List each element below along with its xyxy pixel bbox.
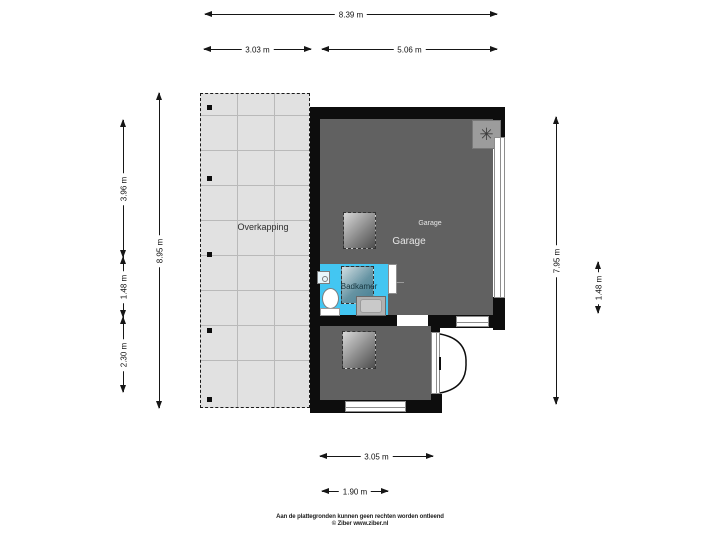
arrow-down-icon <box>156 401 162 409</box>
carport-post <box>207 328 212 333</box>
arrow-right-icon <box>490 11 498 17</box>
footer: Aan de plattegronden kunnen geen rechten… <box>0 514 720 528</box>
dimension-bottom-outer: 3.05 m <box>319 451 434 463</box>
dimension-label: 3.03 m <box>241 44 274 56</box>
skylight-icon <box>342 331 376 369</box>
window-right <box>494 137 505 298</box>
dimension-bottom-inner: 1.90 m <box>321 486 389 498</box>
toilet-cistern-icon <box>320 308 340 316</box>
wall-badkamer-bottom <box>310 315 397 326</box>
carport-post <box>207 252 212 257</box>
carport-post <box>207 105 212 110</box>
room-overkapping <box>200 93 310 408</box>
dimension-left-seg-bottom: 2.30 m <box>118 316 130 393</box>
fan-icon: ✳ <box>479 125 494 144</box>
dimension-label: 1.90 m <box>338 486 372 498</box>
disclaimer-text: Aan de plattegronden kunnen geen rechten… <box>276 514 444 520</box>
arrow-down-icon <box>553 397 559 405</box>
dimension-top-left: 3.03 m <box>203 44 312 56</box>
arrow-up-icon <box>120 119 126 127</box>
arrow-right-icon <box>304 46 312 52</box>
carport-post <box>207 397 212 402</box>
arrow-up-icon <box>156 92 162 100</box>
arrow-down-icon <box>120 250 126 258</box>
arrow-right-icon <box>490 46 498 52</box>
arrow-left-icon <box>203 46 211 52</box>
sink-icon <box>317 271 330 284</box>
copyright-text: © Ziber www.ziber.nl <box>331 521 389 527</box>
shower-tray-icon <box>360 299 382 313</box>
dimension-top-total: 8.39 m <box>204 9 498 21</box>
arrow-left-icon <box>319 453 327 459</box>
door-handle-icon <box>396 282 404 283</box>
dimension-right-seg: 1.48 m <box>593 261 605 314</box>
dimension-left-seg-top: 3.96 m <box>118 119 130 258</box>
dimension-label: 8.39 m <box>334 9 368 21</box>
carport-post <box>207 176 212 181</box>
arrow-up-icon <box>553 116 559 124</box>
dimension-label: 5.06 m <box>393 44 426 56</box>
dimension-label: 3.05 m <box>360 451 393 463</box>
dimension-top-right: 5.06 m <box>321 44 498 56</box>
arrow-left-icon <box>321 488 329 494</box>
room-label-overkapping: Overkapping <box>237 222 289 232</box>
shower-icon <box>356 296 386 316</box>
room-label-garage: Garage <box>392 236 426 247</box>
wall-top <box>310 107 505 119</box>
arrow-down-icon <box>120 310 126 318</box>
arrow-up-icon <box>595 261 601 269</box>
skylight-icon <box>343 212 376 249</box>
arrow-right-icon <box>381 488 389 494</box>
wall-corner-upper <box>428 315 440 333</box>
window-rightsection <box>456 316 489 327</box>
dimension-right-total: 7.95 m <box>551 116 563 405</box>
arrow-up-icon <box>120 316 126 324</box>
arrow-down-icon <box>595 306 601 314</box>
window-bottom <box>345 401 406 412</box>
arrow-right-icon <box>426 453 434 459</box>
arrow-up-icon <box>120 256 126 264</box>
badkamer-door <box>388 264 397 294</box>
dimension-left-seg-mid: 1.48 m <box>118 256 130 318</box>
arrow-down-icon <box>120 385 126 393</box>
dimension-left-total: 8.95 m <box>154 92 166 409</box>
arrow-left-icon <box>204 11 212 17</box>
room-label-garage-small: Garage <box>418 220 442 227</box>
room-label-badkamer: Badkamer <box>340 282 378 291</box>
arrow-left-icon <box>321 46 329 52</box>
